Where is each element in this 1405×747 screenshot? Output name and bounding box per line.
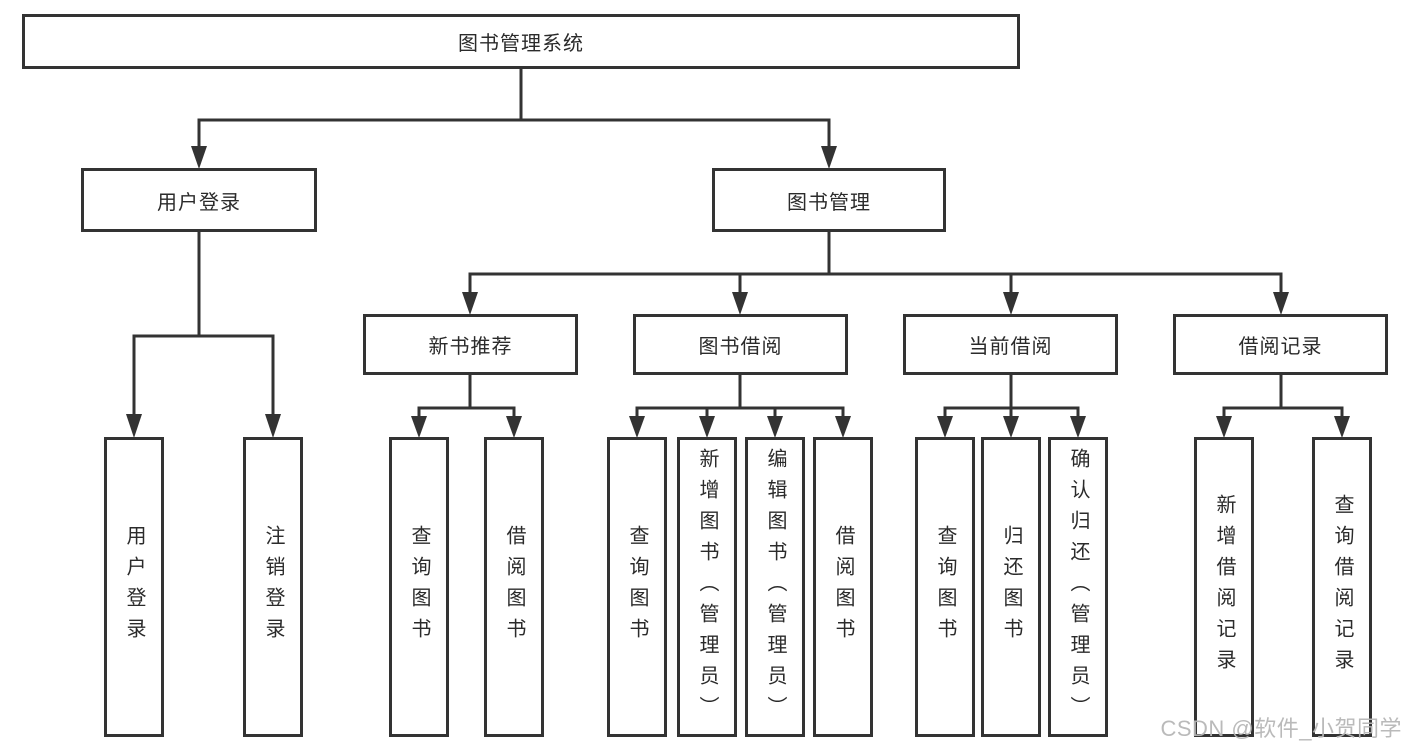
- connector-book-borrowing-to-leaves: [629, 373, 851, 438]
- node-current-borrowing: 当前借阅: [903, 314, 1118, 375]
- node-logout-leaf: 注销登录: [243, 437, 303, 737]
- node-new-book-recommendation: 新书推荐: [363, 314, 578, 375]
- node-label: 新增借阅记录: [1213, 494, 1235, 680]
- node-add-books-admin: 新增图书（管理员）: [677, 437, 737, 737]
- node-borrowing-records: 借阅记录: [1173, 314, 1388, 375]
- node-borrow-books-borrowing: 借阅图书: [813, 437, 873, 737]
- node-edit-books-admin: 编辑图书（管理员）: [745, 437, 805, 737]
- watermark: CSDN @软件_小贺同学: [1160, 716, 1402, 741]
- node-user-login-branch: 用户登录: [81, 168, 317, 232]
- node-query-borrowing-record: 查询借阅记录: [1312, 437, 1372, 737]
- node-label: 借阅图书: [503, 525, 525, 649]
- node-query-books-current: 查询图书: [915, 437, 975, 737]
- node-confirm-return-admin: 确认归还（管理员）: [1048, 437, 1108, 737]
- node-book-borrowing: 图书借阅: [633, 314, 848, 375]
- node-user-login-leaf: 用户登录: [104, 437, 164, 737]
- connector-new-book-recommendation-to-leaves: [411, 373, 522, 438]
- node-label: 注销登录: [262, 525, 284, 649]
- node-query-books-borrowing: 查询图书: [607, 437, 667, 737]
- connector-user-login-to-leaves: [126, 230, 281, 438]
- node-add-borrowing-record: 新增借阅记录: [1194, 437, 1254, 737]
- node-label: 新增图书（管理员）: [696, 447, 718, 727]
- node-label: 查询图书: [626, 525, 648, 649]
- node-label: 查询图书: [934, 525, 956, 649]
- node-return-books: 归还图书: [981, 437, 1041, 737]
- connector-current-borrowing-to-leaves: [937, 373, 1086, 438]
- connector-root-to-level2: [191, 67, 837, 169]
- connector-borrowing-records-to-leaves: [1216, 373, 1350, 438]
- node-book-management-branch: 图书管理: [712, 168, 946, 232]
- node-label: 编辑图书（管理员）: [764, 447, 786, 727]
- node-label: 查询借阅记录: [1331, 494, 1353, 680]
- node-label: 借阅图书: [832, 525, 854, 649]
- node-label: 查询图书: [408, 525, 430, 649]
- connector-book-management-to-level3: [462, 230, 1289, 315]
- node-label: 用户登录: [123, 525, 145, 649]
- node-label: 确认归还（管理员）: [1067, 447, 1089, 727]
- node-borrow-books-recommendation: 借阅图书: [484, 437, 544, 737]
- node-query-books-recommendation: 查询图书: [389, 437, 449, 737]
- node-label: 归还图书: [1000, 525, 1022, 649]
- node-library-management-system: 图书管理系统: [22, 14, 1020, 69]
